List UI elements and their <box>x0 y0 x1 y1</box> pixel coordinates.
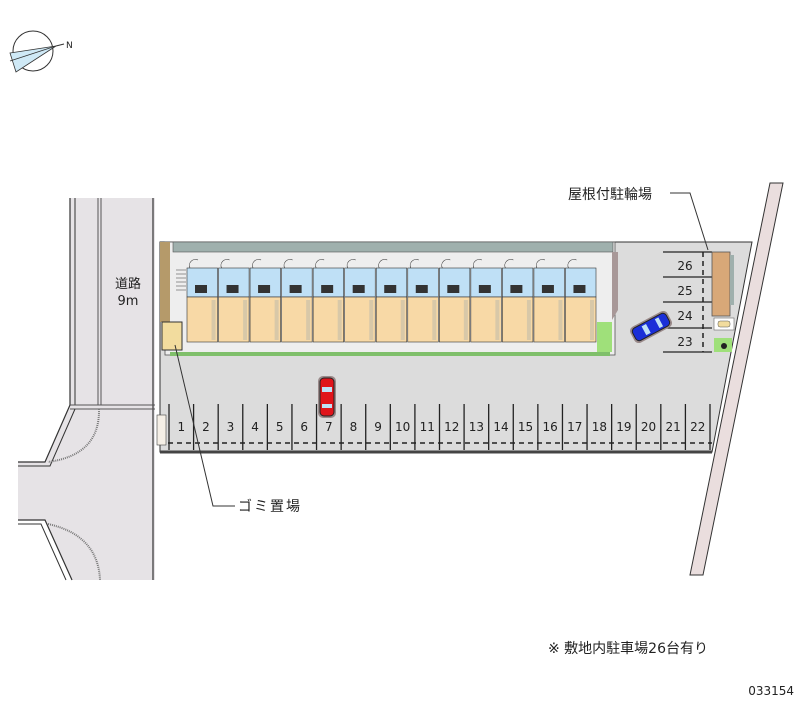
stall-number: 7 <box>325 420 333 434</box>
apartment-unit <box>375 259 408 343</box>
stall-number: 10 <box>395 420 410 434</box>
car-red-icon <box>318 376 336 418</box>
stall-number: 19 <box>616 420 631 434</box>
property-id: 033154 <box>748 684 794 698</box>
stall-number: 17 <box>567 420 582 434</box>
bike-shed <box>711 251 731 317</box>
stall-number: 6 <box>300 420 308 434</box>
apartment-unit <box>470 259 502 343</box>
stall-number: 21 <box>665 420 680 434</box>
stall-number: 4 <box>251 420 259 434</box>
stall-number: 2 <box>202 420 210 434</box>
apartment-unit <box>565 259 597 343</box>
stall-number: 9 <box>374 420 382 434</box>
stall-number: 3 <box>227 420 235 434</box>
stall-number: 25 <box>677 284 692 298</box>
bike-shed-label: 屋根付駐輪場 <box>568 186 652 203</box>
road-label: 道路 <box>115 276 141 292</box>
apartment-unit <box>312 259 344 343</box>
stall-number: 18 <box>592 420 607 434</box>
stall-number: 14 <box>493 420 508 434</box>
compass-north-label: N <box>66 41 73 51</box>
stall-number: 20 <box>641 420 656 434</box>
stall-number: 24 <box>677 309 692 323</box>
garbage-area <box>161 321 183 351</box>
apartment-unit <box>186 259 218 343</box>
car-blue-icon <box>629 310 673 344</box>
parking-note: ※ 敷地内駐車場26台有り <box>548 640 708 657</box>
stall-number: 1 <box>177 420 185 434</box>
apartment-unit <box>281 259 313 343</box>
hedge <box>160 242 170 322</box>
stall-number: 8 <box>350 420 358 434</box>
stall-number: 11 <box>420 420 435 434</box>
apartment-unit <box>533 259 565 343</box>
stall-number: 12 <box>444 420 459 434</box>
compass-icon: N <box>9 30 73 73</box>
stall-number: 16 <box>543 420 558 434</box>
apartment-unit <box>218 259 250 343</box>
apartment-building <box>160 241 618 356</box>
green-area <box>597 322 612 352</box>
parking-column-right: 26 25 24 23 <box>663 251 712 353</box>
stall-number: 23 <box>677 335 692 349</box>
stall-number: 5 <box>276 420 284 434</box>
road: 道路 9m <box>18 198 155 581</box>
apartment-unit <box>344 259 376 343</box>
apartment-unit <box>249 259 281 343</box>
apartment-unit <box>439 259 471 343</box>
road-width: 9m <box>118 294 139 309</box>
stall-number: 13 <box>469 420 484 434</box>
apartment-unit <box>407 259 439 343</box>
garbage-label: ゴミ置場 <box>238 498 302 515</box>
stall-number: 26 <box>677 259 692 273</box>
side-street <box>689 182 784 576</box>
stall-number: 22 <box>690 420 705 434</box>
apartment-unit <box>502 259 534 343</box>
stall-number: 15 <box>518 420 533 434</box>
